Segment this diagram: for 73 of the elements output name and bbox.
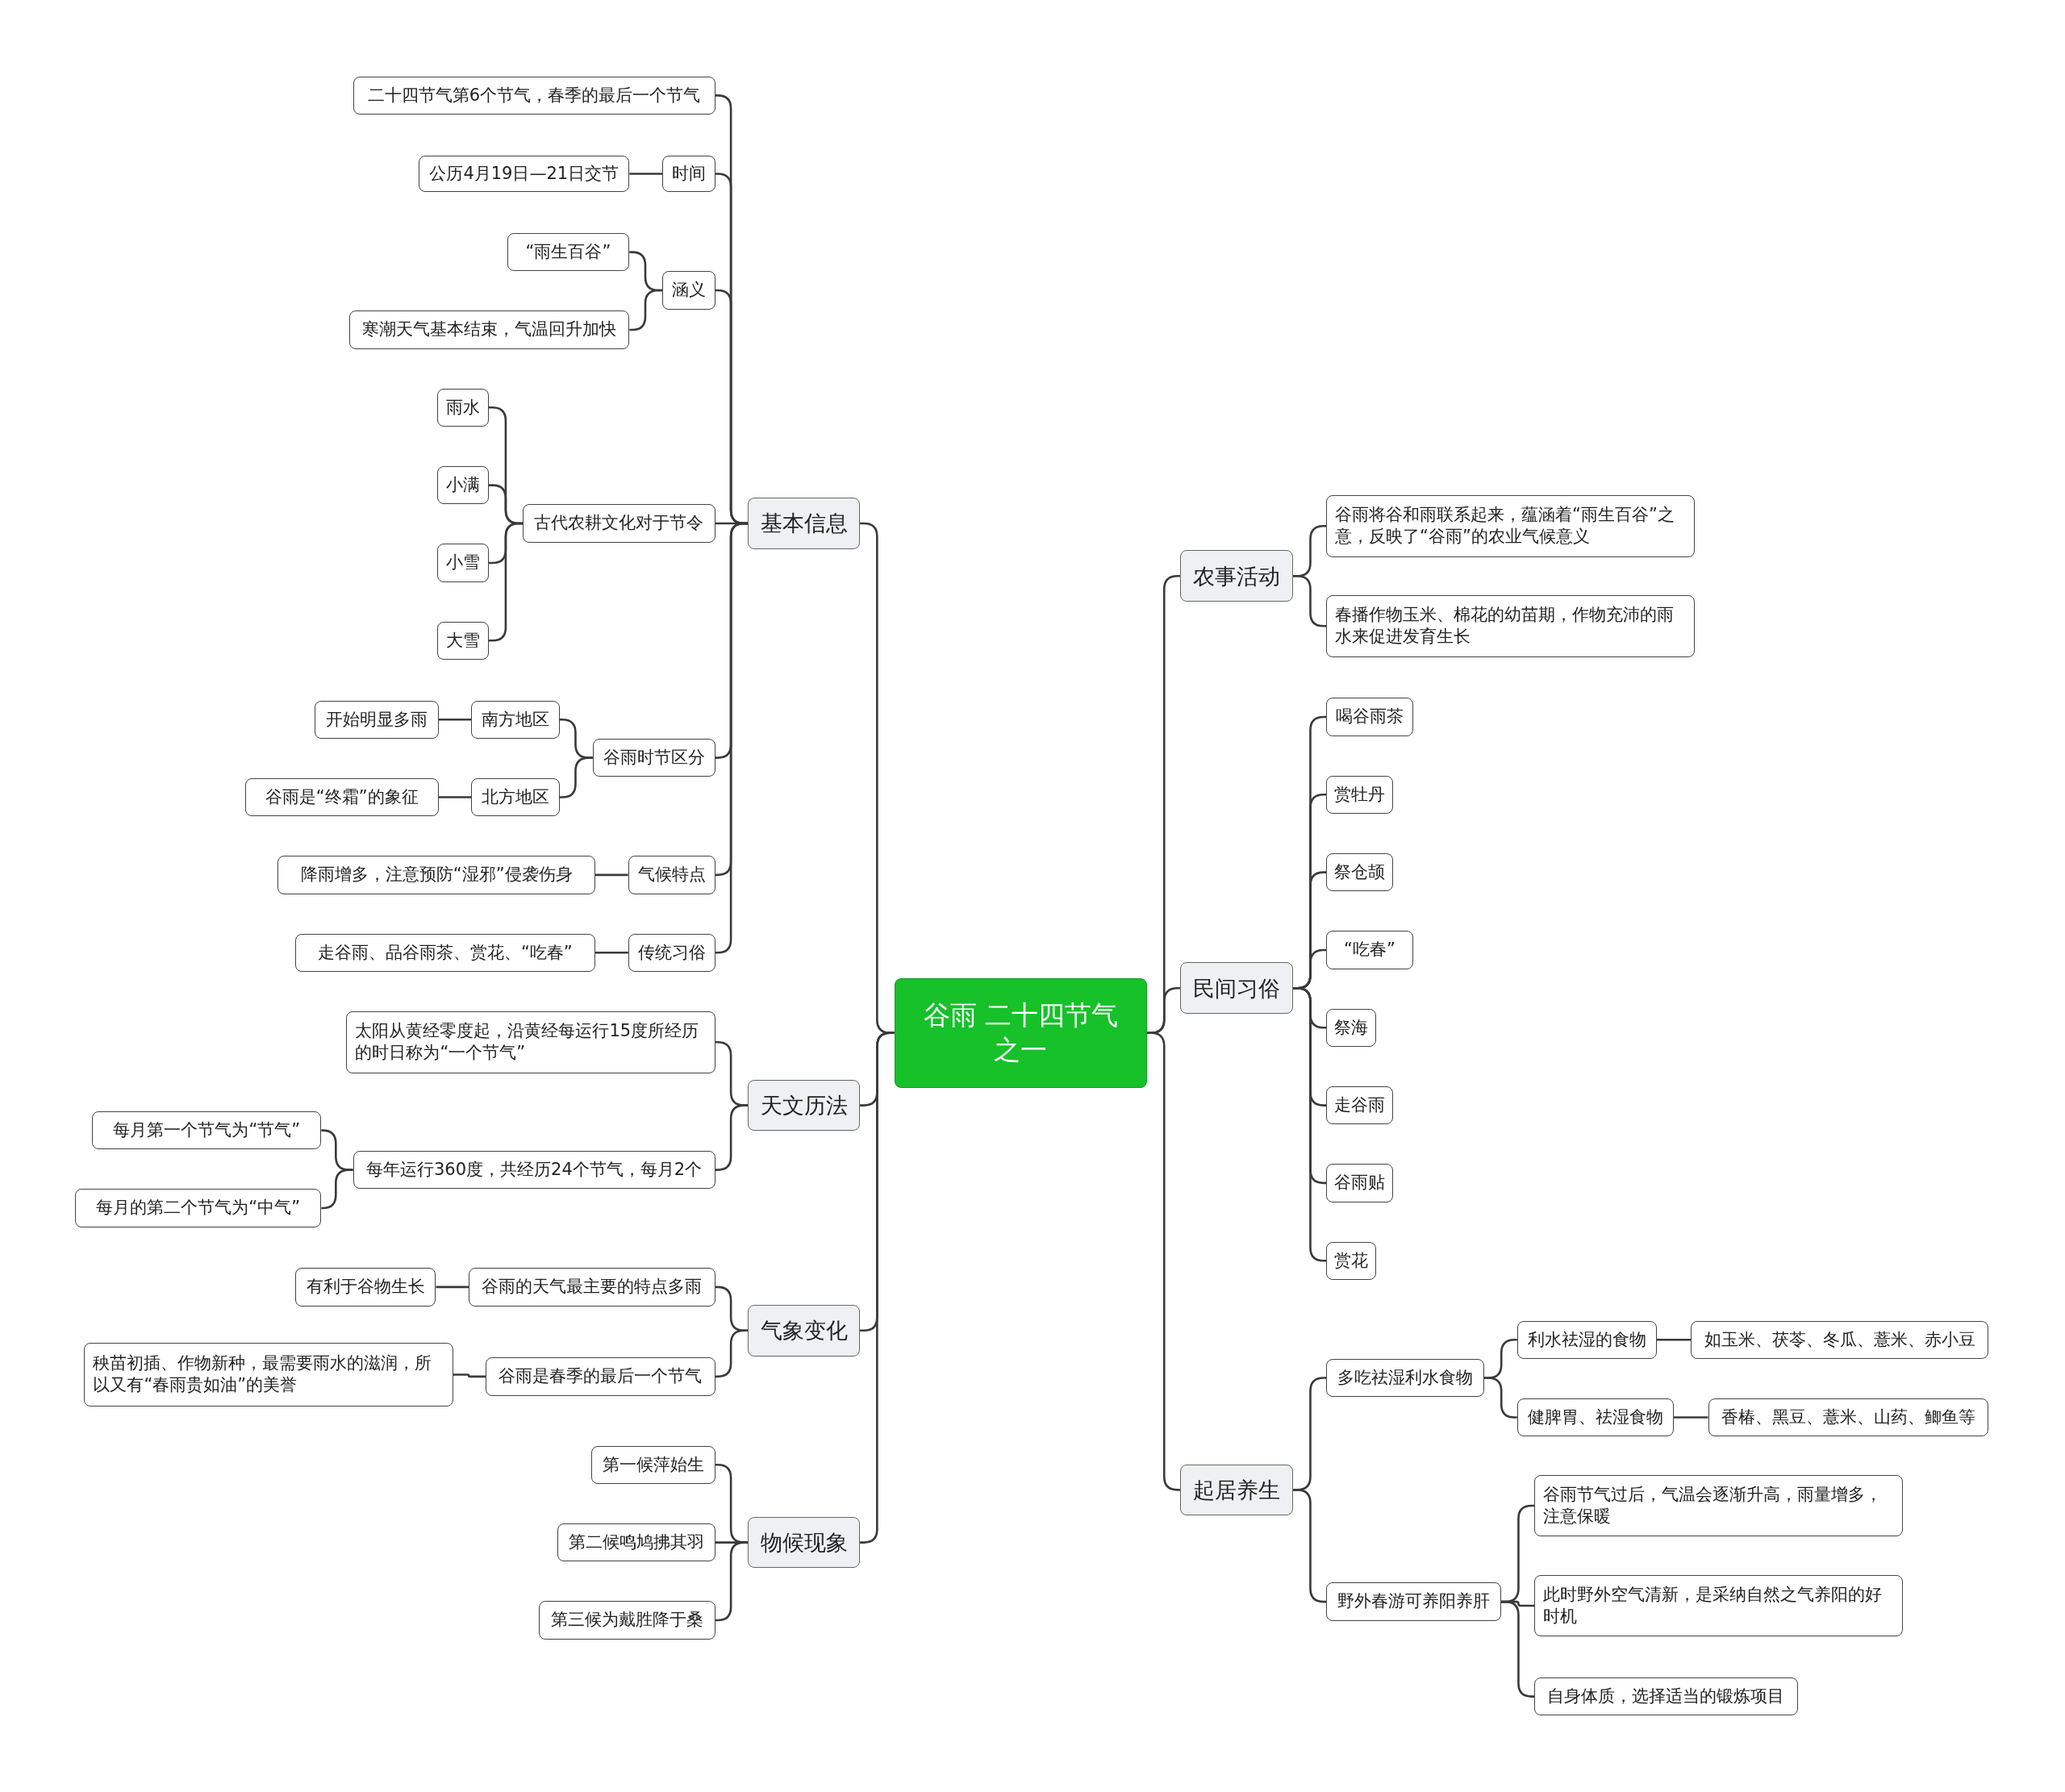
topic-box: 走谷雨 [1326, 1086, 1394, 1125]
connector-line [438, 718, 472, 721]
topic-box: “吃春” [1326, 931, 1413, 969]
topic-box: 谷雨时节区分 [592, 738, 715, 777]
topic-box: 每月的第二个节气为“中气” [75, 1189, 322, 1227]
topic-box: 涵义 [662, 271, 715, 310]
connector-line [321, 1169, 353, 1210]
branch-topic: 天文历法 [748, 1079, 861, 1131]
topic-box: 野外春游可养阳养肝 [1326, 1582, 1502, 1621]
topic-box: 谷雨贴 [1326, 1164, 1394, 1202]
topic-box: 香椿、黑豆、薏米、山药、鲫鱼等 [1708, 1398, 1989, 1437]
topic-box: 传统习俗 [628, 933, 715, 972]
topic-box: 气候特点 [628, 856, 715, 894]
topic-box: 寒潮天气基本结束，气温回升加快 [348, 310, 630, 349]
topic-box: 赏牡丹 [1326, 775, 1394, 814]
topic-box: 二十四节气第6个节气，春季的最后一个节气 [353, 76, 715, 115]
topic-box: 公历4月19日—21日交节 [419, 155, 630, 193]
connector-line [715, 1329, 749, 1378]
topic-box: 春播作物玉米、棉花的幼苗期，作物充沛的雨水来促进发育生长 [1326, 594, 1696, 657]
topic-box: 第二候鸣鸠拂其羽 [557, 1523, 715, 1562]
topic-box: 谷雨是春季的最后一个节气 [486, 1357, 715, 1396]
topic-box: 秧苗初插、作物新种，最需要雨水的滋润，所以又有“春雨贵如油”的美誉 [84, 1343, 453, 1407]
connector-line [1656, 1338, 1692, 1341]
topic-box: 每月第一个节气为“节气” [92, 1111, 322, 1150]
central-topic: 谷雨 二十四节气之一 [894, 978, 1148, 1088]
connector-line [1293, 574, 1327, 627]
topic-box: 大雪 [437, 621, 489, 660]
connector-line [436, 1286, 469, 1289]
connector-line [1484, 1377, 1517, 1419]
topic-box: 开始明显多雨 [315, 700, 439, 739]
connector-line [629, 289, 663, 331]
topic-box: 喝谷雨茶 [1326, 698, 1413, 736]
topic-box: 雨水 [437, 388, 489, 427]
topic-box: “雨生百谷” [507, 232, 630, 272]
topic-box: 第三候为戴胜降于桑 [538, 1601, 715, 1640]
topic-box: 谷雨节气过后，气温会逐渐升高，雨量增多，注意保暖 [1534, 1474, 1904, 1537]
branch-topic: 起居养生 [1179, 1464, 1294, 1516]
topic-box: 降雨增多，注意预防“湿邪”侵袭伤身 [277, 856, 595, 894]
connector-line [559, 756, 593, 798]
topic-box: 北方地区 [471, 777, 560, 817]
topic-box: 太阳从黄经零度起，沿黄经每运行15度所经历的时日称为“一个节气” [346, 1011, 715, 1073]
topic-box: 此时野外空气清新，是采纳自然之气养阳的好时机 [1534, 1574, 1904, 1637]
connector-line [1674, 1416, 1708, 1419]
branch-topic: 物候现象 [748, 1516, 861, 1569]
branch-topic: 基本信息 [748, 498, 861, 549]
topic-box: 南方地区 [471, 700, 560, 739]
topic-box: 祭仓颉 [1326, 852, 1394, 892]
connector-line [594, 873, 628, 877]
topic-box: 多吃祛湿利水食物 [1326, 1358, 1484, 1398]
topic-box: 有利于谷物生长 [294, 1268, 436, 1306]
topic-box: 如玉米、茯苓、冬瓜、薏米、赤小豆 [1691, 1320, 1989, 1359]
branch-topic: 农事活动 [1179, 550, 1294, 602]
topic-box: 小满 [437, 465, 489, 505]
connector-line [438, 796, 472, 798]
topic-box: 第一候萍始生 [591, 1445, 715, 1484]
topic-box: 每年运行360度，共经历24个节气，每月2个 [353, 1150, 715, 1190]
topic-box: 古代农耕文化对于节令 [523, 504, 715, 543]
branch-topic: 民间习俗 [1179, 962, 1294, 1015]
connector-line [594, 951, 628, 954]
connector-line [453, 1373, 486, 1378]
topic-box: 谷雨是“终霜”的象征 [244, 777, 439, 817]
topic-box: 谷雨的天气最主要的特点多雨 [469, 1268, 715, 1306]
topic-box: 小雪 [437, 544, 489, 582]
topic-box: 赏花 [1326, 1241, 1377, 1280]
topic-box: 谷雨将谷和雨联系起来，蕴涵着“雨生百谷”之意，反映了“谷雨”的农业气候意义 [1326, 494, 1696, 557]
topic-box: 祭海 [1326, 1008, 1377, 1047]
topic-box: 健脾胃、祛湿食物 [1516, 1398, 1675, 1437]
topic-box: 自身体质，选择适当的锻炼项目 [1534, 1677, 1798, 1716]
topic-box: 时间 [662, 155, 715, 193]
connector-line [629, 173, 663, 175]
branch-topic: 气象变化 [748, 1304, 861, 1357]
topic-box: 利水祛湿的食物 [1516, 1320, 1657, 1359]
topic-box: 走谷雨、品谷雨茶、赏花、“吃春” [294, 933, 595, 972]
